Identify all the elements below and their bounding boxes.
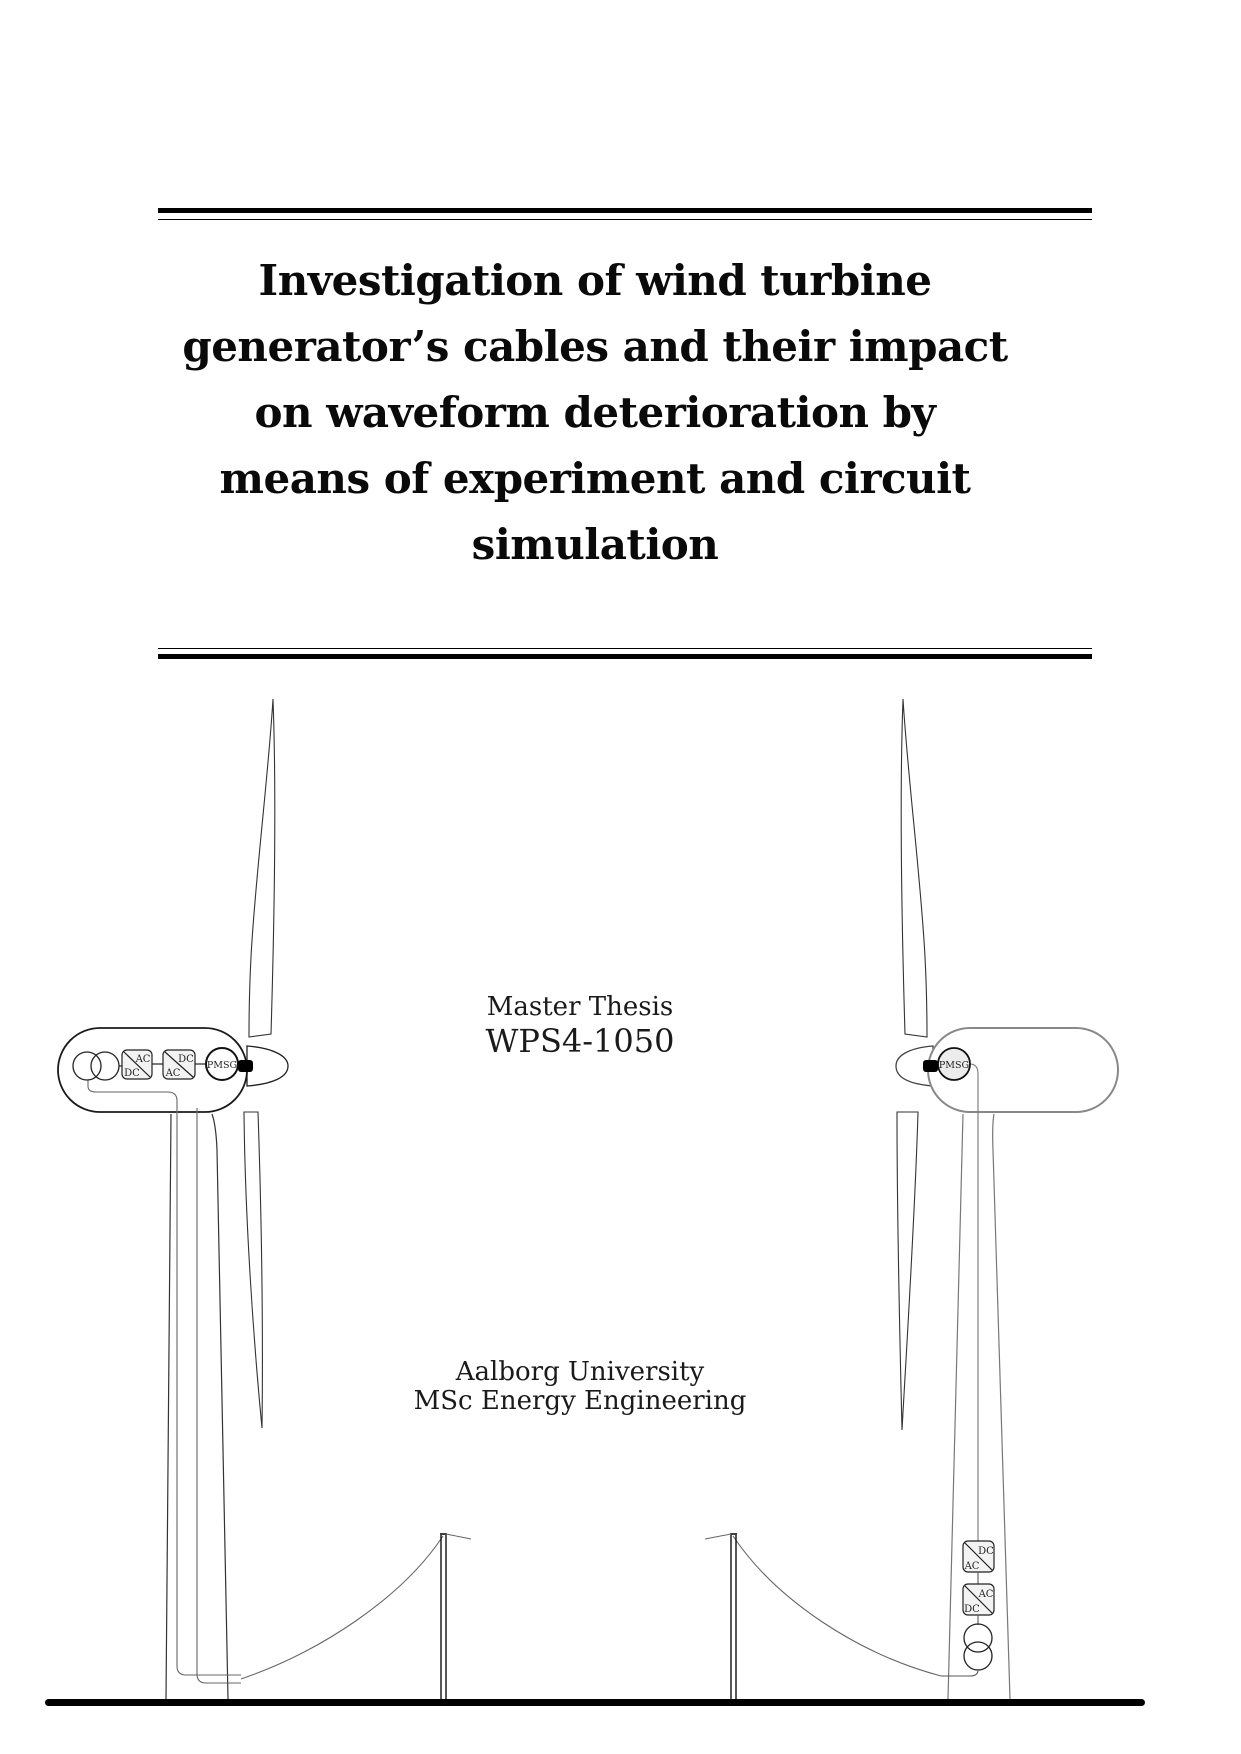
right-wire-3 [941, 1669, 979, 1677]
thesis-type-label: Master Thesis [486, 992, 674, 1022]
right-wind-turbine: PMSG DC AC AC DC [895, 698, 1119, 1700]
utility-pole-right [704, 1533, 737, 1699]
left-wind-turbine: AC DC DC AC PMSG [57, 698, 289, 1700]
institution-block: Aalborg University MSc Energy Engineerin… [0, 1358, 1160, 1416]
overhead-line [240, 1533, 942, 1699]
right-cable-down [969, 1063, 979, 1541]
right-lower-blade [896, 1111, 919, 1431]
title-rule-bottom-thin [158, 648, 1092, 650]
title-line-1: Investigation of wind turbine [258, 256, 932, 305]
left-tower-left-edge [165, 1113, 172, 1700]
title-line-3: on waveform deterioration by [254, 388, 936, 437]
right-converter-upper-top-label: DC [978, 1546, 994, 1557]
left-tower-right-edge [211, 1113, 229, 1700]
left-converter2-top-label: DC [178, 1054, 194, 1065]
left-catenary-cable [240, 1535, 444, 1680]
programme-name: MSc Energy Engineering [413, 1386, 747, 1416]
left-lower-blade [243, 1111, 263, 1429]
left-cable-line-b [196, 1108, 241, 1684]
right-transformer-icon [963, 1623, 993, 1671]
right-converter-upper: DC AC [962, 1540, 995, 1573]
utility-pole-left [440, 1533, 472, 1699]
pole-left-stub [445, 1533, 472, 1540]
project-id-label: WPS4-1050 [485, 1022, 675, 1060]
university-name: Aalborg University [455, 1357, 705, 1387]
right-converter-upper-bottom-label: AC [964, 1561, 980, 1572]
right-catenary-cable [732, 1535, 942, 1677]
title-line-5: simulation [471, 520, 719, 569]
right-converter-lower-top-label: AC [978, 1589, 994, 1600]
title-line-2: generator’s cables and their impact [182, 322, 1008, 371]
left-hub [238, 1060, 253, 1072]
left-converter-generator-side: DC AC [162, 1049, 196, 1080]
right-converter-lower-bottom-label: DC [964, 1604, 980, 1615]
left-converter1-bottom-label: DC [124, 1068, 140, 1079]
left-converter-grid-side: AC DC [121, 1049, 153, 1080]
title-rule-top-thin [158, 219, 1092, 221]
title-line-4: means of experiment and circuit [219, 454, 971, 503]
ground-line [45, 1699, 1145, 1706]
right-pmsg-generator: PMSG [937, 1047, 971, 1081]
right-nose-cone [895, 1045, 934, 1087]
left-upper-blade [248, 698, 276, 1038]
left-converter1-top-label: AC [135, 1054, 151, 1065]
left-converter2-bottom-label: AC [165, 1068, 181, 1079]
title-rule-top-thick [158, 208, 1092, 213]
right-tower-right-edge [992, 1113, 1011, 1700]
right-tower-left-edge [947, 1113, 964, 1700]
left-nose-cone [246, 1045, 289, 1087]
left-pmsg-label: PMSG [207, 1060, 237, 1071]
title-rule-bottom-thick [158, 654, 1092, 659]
right-upper-blade [900, 698, 928, 1038]
left-cable-line-a [87, 1080, 241, 1676]
pole-right-stub [704, 1533, 732, 1540]
right-pmsg-label: PMSG [939, 1060, 969, 1071]
right-hub [923, 1060, 938, 1072]
thesis-title: Investigation of wind turbine generator’… [100, 248, 1090, 578]
right-converter-lower: AC DC [962, 1583, 995, 1616]
